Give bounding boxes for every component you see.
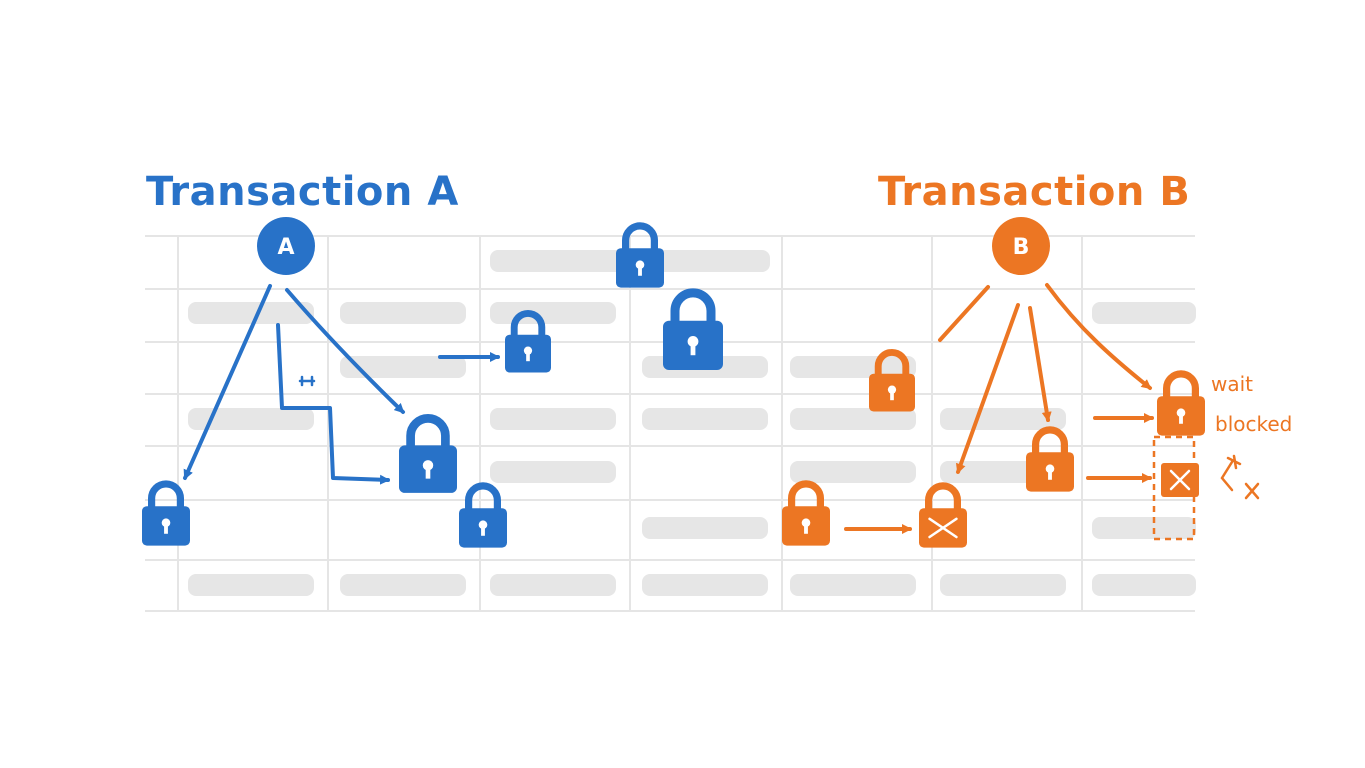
locks: [142, 222, 1205, 548]
cell-placeholder: [340, 356, 466, 378]
cell-placeholder: [940, 574, 1066, 596]
cell-placeholder: [340, 574, 466, 596]
deadlock-marker-icon: [1220, 454, 1260, 500]
cell-placeholder: [940, 408, 1066, 430]
cell-placeholder: [790, 574, 916, 596]
wait-label: wait: [1211, 372, 1254, 396]
table-grid: [145, 235, 1195, 612]
lock-icon: [616, 222, 664, 288]
transaction-a-title: Transaction A: [146, 169, 459, 215]
transaction-a-node-label: A: [277, 235, 294, 260]
arrow-b-to-blocked-lock-1: [955, 303, 1020, 474]
lock-icon: [1157, 370, 1205, 436]
cell-placeholder: [1092, 574, 1196, 596]
transaction-b-node: B: [992, 217, 1050, 275]
transaction-b-title: Transaction B: [878, 169, 1191, 215]
transaction-a-arrows: [183, 284, 500, 485]
cell-placeholder: [188, 408, 314, 430]
cell-placeholder: [490, 302, 616, 324]
cell-placeholder: [490, 461, 616, 483]
blocked-label: blocked: [1215, 412, 1293, 436]
cell-placeholder: [490, 408, 616, 430]
lock-icon: [459, 482, 507, 548]
arrow-b-left: [938, 285, 990, 342]
cell-placeholder: [790, 356, 916, 378]
table-cell-placeholders: [188, 250, 1196, 596]
arrow-a-to-lock-2: [285, 288, 405, 414]
lock-icon: [869, 349, 915, 412]
transaction-b-node-label: B: [1013, 235, 1030, 260]
arrow-a-to-lock-3: [276, 323, 390, 485]
cell-placeholder: [188, 302, 314, 324]
arrow-a-to-lock-1: [183, 284, 272, 480]
lock-icon: [399, 414, 457, 493]
arrow-b-to-waiting-lock: [1045, 283, 1152, 390]
transaction-b-arrows: [844, 283, 1154, 534]
cell-placeholder: [642, 408, 768, 430]
lock-icon: [1026, 426, 1074, 492]
lock-icon: [663, 288, 723, 370]
cell-placeholder: [490, 574, 616, 596]
cell-placeholder: [790, 408, 916, 430]
cell-placeholder: [340, 302, 466, 324]
cell-placeholder: [1092, 517, 1196, 539]
cell-placeholder: [642, 574, 768, 596]
blocked-lock-icon: [919, 482, 967, 548]
arrow-b-to-lock-2: [1028, 306, 1052, 422]
lock-icon: [782, 480, 830, 546]
cell-placeholder: [642, 517, 768, 539]
lock-icon: [505, 310, 551, 373]
cell-placeholder: [1092, 302, 1196, 324]
transaction-a-node: A: [257, 217, 315, 275]
lock-icon: [142, 480, 190, 546]
blocked-box-icon: [1161, 463, 1199, 497]
arrow-a-small-mark: [298, 375, 316, 387]
cell-placeholder: [790, 461, 916, 483]
cell-placeholder: [188, 574, 314, 596]
